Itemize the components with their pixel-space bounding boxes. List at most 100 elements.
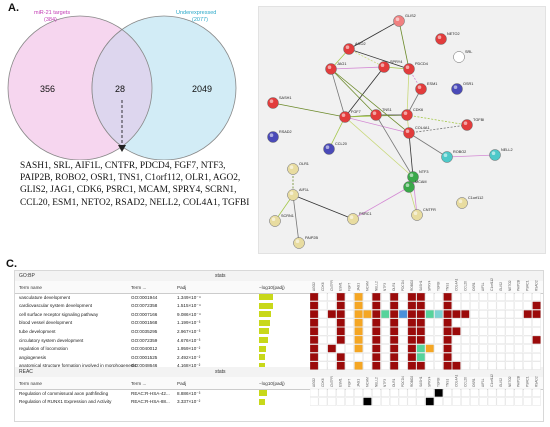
reac-col-log-padj[interactable]: −log10(padj) xyxy=(259,381,285,386)
col-log-padj[interactable]: −log10(padj) xyxy=(259,285,285,290)
matrix-cell xyxy=(398,397,408,406)
network-node-aif1l[interactable]: AIF1L xyxy=(287,188,310,201)
table-row[interactable]: cell surface receptor signaling pathway G… xyxy=(15,310,315,318)
network-node-label: CCL20 xyxy=(335,142,347,146)
gene-column-label: GLIS2 xyxy=(499,378,503,387)
reac-col-padj[interactable]: Padj xyxy=(177,381,187,386)
gene-column-label: NETO2 xyxy=(508,280,512,291)
matrix-cell xyxy=(496,310,506,319)
term-name: Regulation of RUNX1 Expression and Activ… xyxy=(19,399,112,405)
network-node-robo2[interactable]: ROBO2 xyxy=(441,150,467,163)
network-node-tgfbi[interactable]: TGFBI xyxy=(461,118,485,131)
matrix-cell xyxy=(496,318,506,327)
matrix-cell xyxy=(434,301,443,310)
network-node-paip2b[interactable]: PAIP2B xyxy=(293,236,319,249)
matrix-cell xyxy=(470,335,479,344)
matrix-cell xyxy=(461,353,470,362)
matrix-cell xyxy=(434,353,443,362)
matrix-cell xyxy=(318,361,328,370)
matrix-cell xyxy=(372,318,381,327)
table-row[interactable]: anatomical structure formation involved … xyxy=(15,362,315,370)
network-node-rsad2[interactable]: RSAD2 xyxy=(267,130,292,143)
gobp-title: GO:BP xyxy=(19,273,35,279)
matrix-cell xyxy=(310,318,319,327)
col-padj[interactable]: Padj xyxy=(177,285,187,290)
gene-column-label: TNS1 xyxy=(446,283,450,291)
network-node-neto2[interactable]: NETO2 xyxy=(435,32,460,45)
gene-column-label: GLIS2 xyxy=(499,282,503,291)
network-node-srl[interactable]: SRL xyxy=(453,50,473,63)
venn-left-only-count: 356 xyxy=(40,84,55,94)
matrix-cell xyxy=(461,301,470,310)
matrix-cell xyxy=(381,318,390,327)
network-node-olr1[interactable]: OLR1 xyxy=(287,162,309,175)
venn-left-count: (384) xyxy=(44,17,57,23)
network-node-pdcd4[interactable]: PDCD4 xyxy=(403,62,428,75)
network-node-esm1[interactable]: ESM1 xyxy=(415,82,438,95)
matrix-cell xyxy=(505,335,515,344)
network-node-c1orf112[interactable]: C1orf112 xyxy=(456,196,484,209)
term-name: regulation of locomotion xyxy=(19,346,68,352)
network-node-col4a1[interactable]: COL4A1 xyxy=(403,126,430,139)
network-node-cdk6[interactable]: CDK6 xyxy=(401,108,424,121)
network-edge xyxy=(348,48,410,70)
network-node-glis2[interactable]: GLIS2 xyxy=(393,14,416,27)
network-node-psrc1[interactable]: PSRC1 xyxy=(347,212,372,225)
network-node-tns1[interactable]: TNS1 xyxy=(370,108,392,121)
gene-column-label: OSR1 xyxy=(472,378,476,387)
network-node-label: NTF3 xyxy=(419,170,429,174)
matrix-cell xyxy=(318,301,328,310)
gene-column-label: FGF7 xyxy=(348,283,352,291)
matrix-cell xyxy=(354,353,363,362)
network-node-cntfr[interactable]: CNTFR xyxy=(411,208,437,221)
network-node-spry4[interactable]: SPRY4 xyxy=(378,60,403,73)
col-term-name[interactable]: Term name xyxy=(19,285,42,290)
network-node-ago2[interactable]: AGO2 xyxy=(343,42,366,55)
network-node-mcam[interactable]: MCAM xyxy=(403,180,427,193)
term-name: cell surface receptor signaling pathway xyxy=(19,311,99,317)
gene-column-label: CCL20 xyxy=(463,377,467,387)
matrix-cell xyxy=(363,318,372,327)
network-node-osr1[interactable]: OSR1 xyxy=(451,82,474,95)
network-node-jag1[interactable]: JAG1 xyxy=(325,62,347,75)
network-node-nell2[interactable]: NELL2 xyxy=(489,148,513,161)
matrix-cell xyxy=(461,292,470,301)
network-node-scrn1[interactable]: SCRN1 xyxy=(269,214,294,227)
matrix-cell xyxy=(452,388,461,397)
matrix-cell xyxy=(345,335,354,344)
network-node-ccl20[interactable]: CCL20 xyxy=(323,142,347,155)
table-row[interactable]: Regulation of commissural axon pathfindi… xyxy=(15,389,315,397)
term-id: GO:0007166 xyxy=(131,311,158,317)
matrix-cell xyxy=(372,344,381,353)
matrix-cell xyxy=(363,388,372,397)
matrix-cell xyxy=(532,301,541,310)
matrix-cell xyxy=(452,292,461,301)
matrix-cell xyxy=(478,344,488,353)
reac-col-term-name[interactable]: Term name xyxy=(19,381,42,386)
matrix-cell xyxy=(434,388,443,397)
matrix-cell xyxy=(487,301,497,310)
matrix-cell xyxy=(523,335,532,344)
matrix-cell xyxy=(363,335,372,344)
matrix-cell xyxy=(487,292,497,301)
matrix-cell xyxy=(407,310,417,319)
matrix-cell xyxy=(345,344,354,353)
network-node-ntf3[interactable]: NTF3 xyxy=(407,170,429,183)
col-term-id[interactable]: Term ... xyxy=(131,285,147,290)
matrix-cell xyxy=(523,301,532,310)
table-row[interactable]: Regulation of RUNX1 Expression and Activ… xyxy=(15,398,315,406)
matrix-cell xyxy=(470,301,479,310)
reac-col-term-id[interactable]: Term ... xyxy=(131,381,147,386)
matrix-cell xyxy=(505,292,515,301)
matrix-cell xyxy=(381,344,390,353)
matrix-cell xyxy=(532,318,541,327)
network-node-fgf7[interactable]: FGF7 xyxy=(339,110,361,123)
network-node-sash1[interactable]: SASH1 xyxy=(267,96,292,109)
